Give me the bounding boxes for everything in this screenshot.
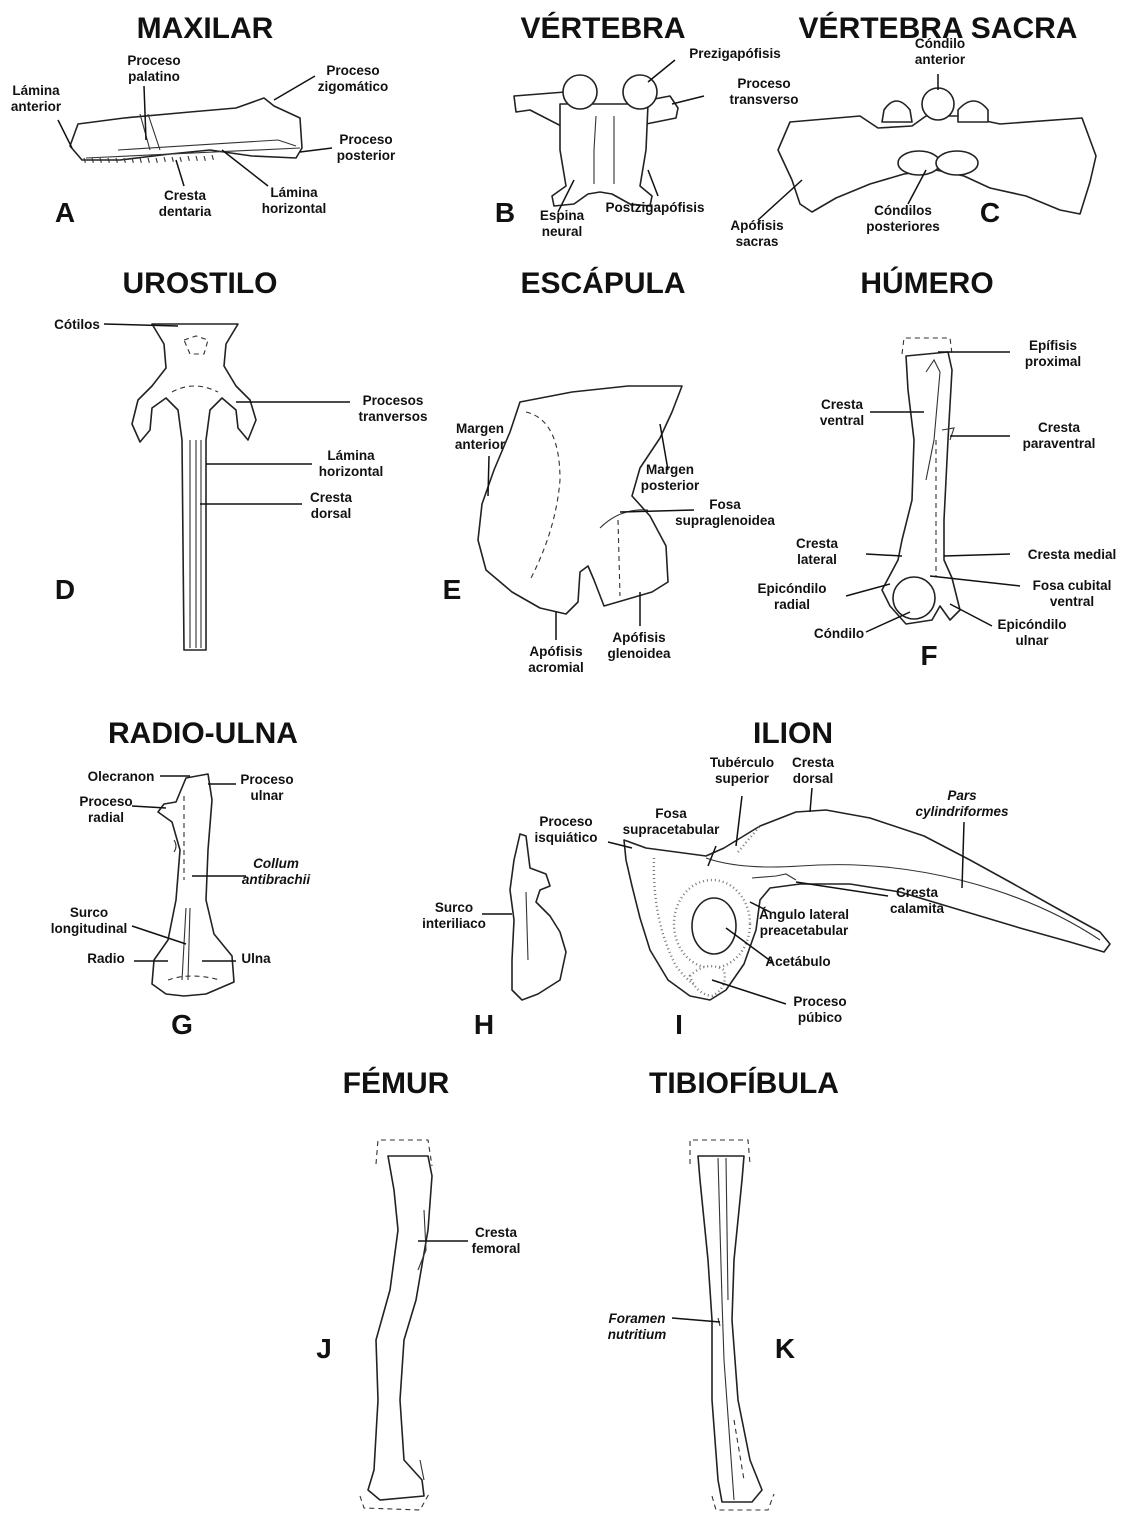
title-radio-ulna: RADIO-ULNA: [108, 717, 298, 750]
escapula-drawing: [478, 386, 682, 614]
title-humero: HÚMERO: [860, 266, 993, 300]
vertebra-drawing: [514, 75, 678, 206]
maxilar-drawing: [70, 98, 302, 165]
label-prezigapofisis: Prezigapófisis: [689, 46, 781, 61]
label-ulna: Ulna: [241, 951, 271, 966]
label-radio: Radio: [87, 951, 125, 966]
title-ilion: ILION: [753, 717, 833, 750]
title-urostilo: UROSTILO: [123, 267, 278, 300]
letter-d: D: [55, 574, 75, 605]
label-postzigapofisis: Postzigapófisis: [605, 200, 704, 215]
label-cotilos: Cótilos: [54, 317, 100, 332]
title-vertebra: VÉRTEBRA: [520, 11, 685, 45]
humero-drawing: [882, 338, 960, 624]
letter-g: G: [171, 1009, 193, 1040]
letter-h: H: [474, 1009, 494, 1040]
label-condilo: Cóndilo: [814, 626, 864, 641]
letter-e: E: [443, 574, 462, 605]
letter-i: I: [675, 1009, 683, 1040]
vertebra-sacra-drawing: [778, 88, 1096, 214]
letter-a: A: [55, 197, 75, 228]
letter-c: C: [980, 197, 1000, 228]
femur-drawing: [360, 1140, 432, 1510]
label-olecranon: Olecranon: [88, 769, 155, 784]
title-femur: FÉMUR: [343, 1066, 450, 1100]
title-tibiofibula: TIBIOFÍBULA: [649, 1066, 839, 1100]
letter-k: K: [775, 1333, 795, 1364]
letter-j: J: [316, 1333, 332, 1364]
title-escapula: ESCÁPULA: [520, 266, 685, 300]
urostilo-drawing: [132, 324, 256, 650]
letter-b: B: [495, 197, 515, 228]
tibiofibula-drawing: [690, 1140, 774, 1510]
letter-f: F: [920, 640, 937, 671]
title-maxilar: MAXILAR: [137, 12, 274, 45]
ilion-i-drawing: [624, 810, 1110, 1000]
label-cresta-medial: Cresta medial: [1028, 547, 1117, 562]
label-acetabulo: Acetábulo: [765, 954, 830, 969]
ilion-h-drawing: [510, 834, 566, 1000]
